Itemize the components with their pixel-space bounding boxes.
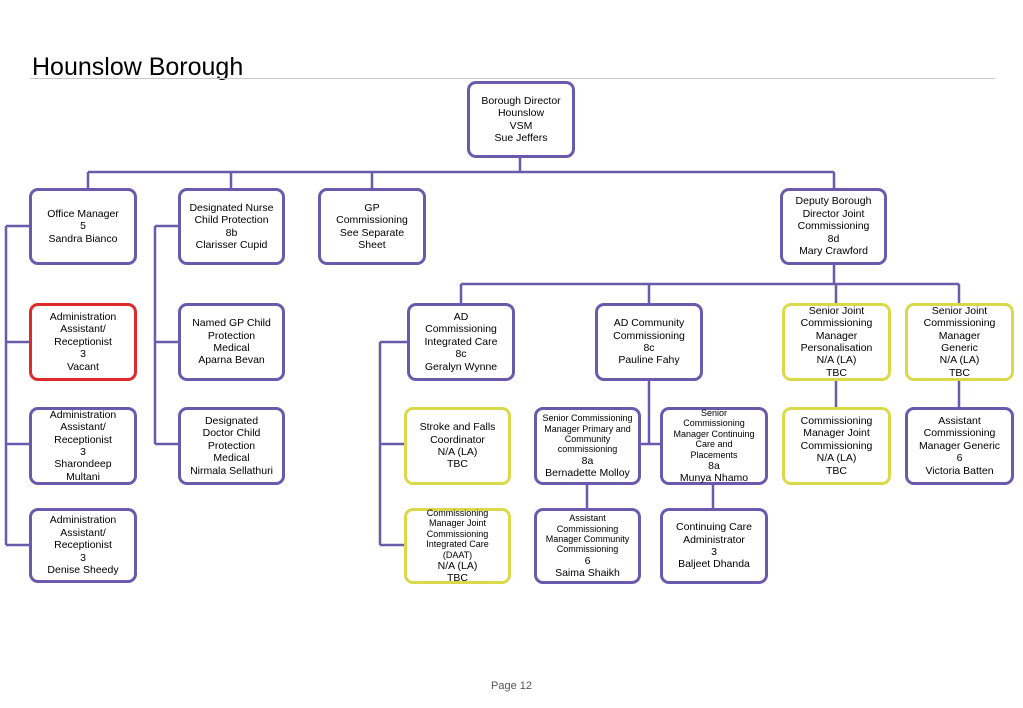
page-number: Page 12	[491, 680, 532, 692]
title-divider	[30, 78, 995, 79]
page-title: Hounslow Borough	[32, 53, 244, 81]
